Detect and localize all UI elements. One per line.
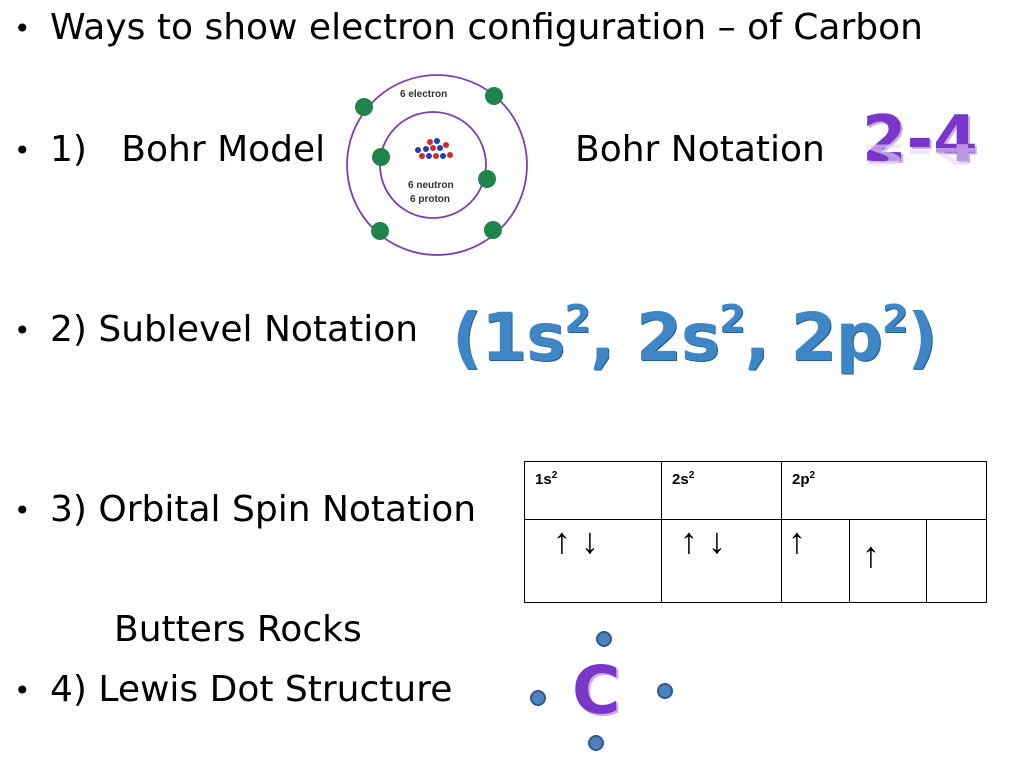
bullet: • <box>14 494 31 527</box>
electron <box>371 222 389 240</box>
orbital-spin-label: 3) Orbital Spin Notation <box>50 489 477 530</box>
cell-2p-b: ↑ <box>849 519 927 603</box>
lewis-dot-left <box>530 690 546 706</box>
table-header-row: 1s2 2s2 2p2 <box>524 461 987 520</box>
cell-1s: ↑ ↓ <box>524 519 662 603</box>
sup: 2 <box>719 297 745 341</box>
extra-text: Butters Rocks <box>114 609 362 650</box>
lewis-symbol: C <box>572 652 621 729</box>
neutron-label: 6 neutron <box>408 180 454 191</box>
proton-label: 6 proton <box>410 194 450 205</box>
sup: 2 <box>564 297 590 341</box>
electron <box>355 98 373 116</box>
paren-close: ) <box>907 299 937 376</box>
sublevel-notation-value: (1s2, 2s2, 2p2) <box>452 297 937 371</box>
header-2s: 2s2 <box>661 461 782 520</box>
lewis-dot-bottom <box>588 735 604 751</box>
bohr-notation-value: 2-4 <box>862 103 978 177</box>
electron <box>484 221 502 239</box>
table-row: ↑ ↓ ↑ ↓ ↑ ↑ <box>524 519 987 603</box>
bohr-model-label: 1) Bohr Model <box>50 129 326 170</box>
lewis-dot-label: 4) Lewis Dot Structure <box>50 669 453 710</box>
bohr-model-diagram: 6 electron 6 neutron 6 proton <box>346 74 528 256</box>
sublevel-2s: 2s <box>635 299 720 376</box>
sublevel-2p: 2p <box>790 299 883 376</box>
paren-open: ( <box>452 299 482 376</box>
electron-label: 6 electron <box>400 89 447 100</box>
bullet: • <box>14 314 31 347</box>
header-2p: 2p2 <box>781 461 987 520</box>
sublevel-notation-label: 2) Sublevel Notation <box>50 309 419 350</box>
separator: , <box>589 299 636 376</box>
separator: , <box>744 299 791 376</box>
bullet: • <box>14 134 31 167</box>
lewis-dot-top <box>596 631 612 647</box>
electron <box>478 170 496 188</box>
sup: 2 <box>881 297 908 341</box>
header-1s: 1s2 <box>524 461 662 520</box>
cell-2s: ↑ ↓ <box>661 519 782 603</box>
orbital-spin-table: 1s2 2s2 2p2 ↑ ↓ ↑ ↓ ↑ ↑ <box>524 461 987 603</box>
cell-2p-c <box>926 519 987 603</box>
bullet: • <box>14 674 31 707</box>
nucleus <box>415 138 453 159</box>
bullet: • <box>14 12 31 45</box>
outer-orbit <box>346 74 528 256</box>
electron <box>372 148 390 166</box>
bohr-notation-label: Bohr Notation <box>575 129 825 170</box>
cell-2p-a: ↑ <box>781 519 850 603</box>
lewis-dot-right <box>657 683 673 699</box>
bohr-notation-reflection: 2-4 <box>862 136 978 171</box>
electron <box>485 87 503 105</box>
heading-line: Ways to show electron configuration – of… <box>50 7 923 48</box>
sublevel-1s: 1s <box>481 299 565 376</box>
